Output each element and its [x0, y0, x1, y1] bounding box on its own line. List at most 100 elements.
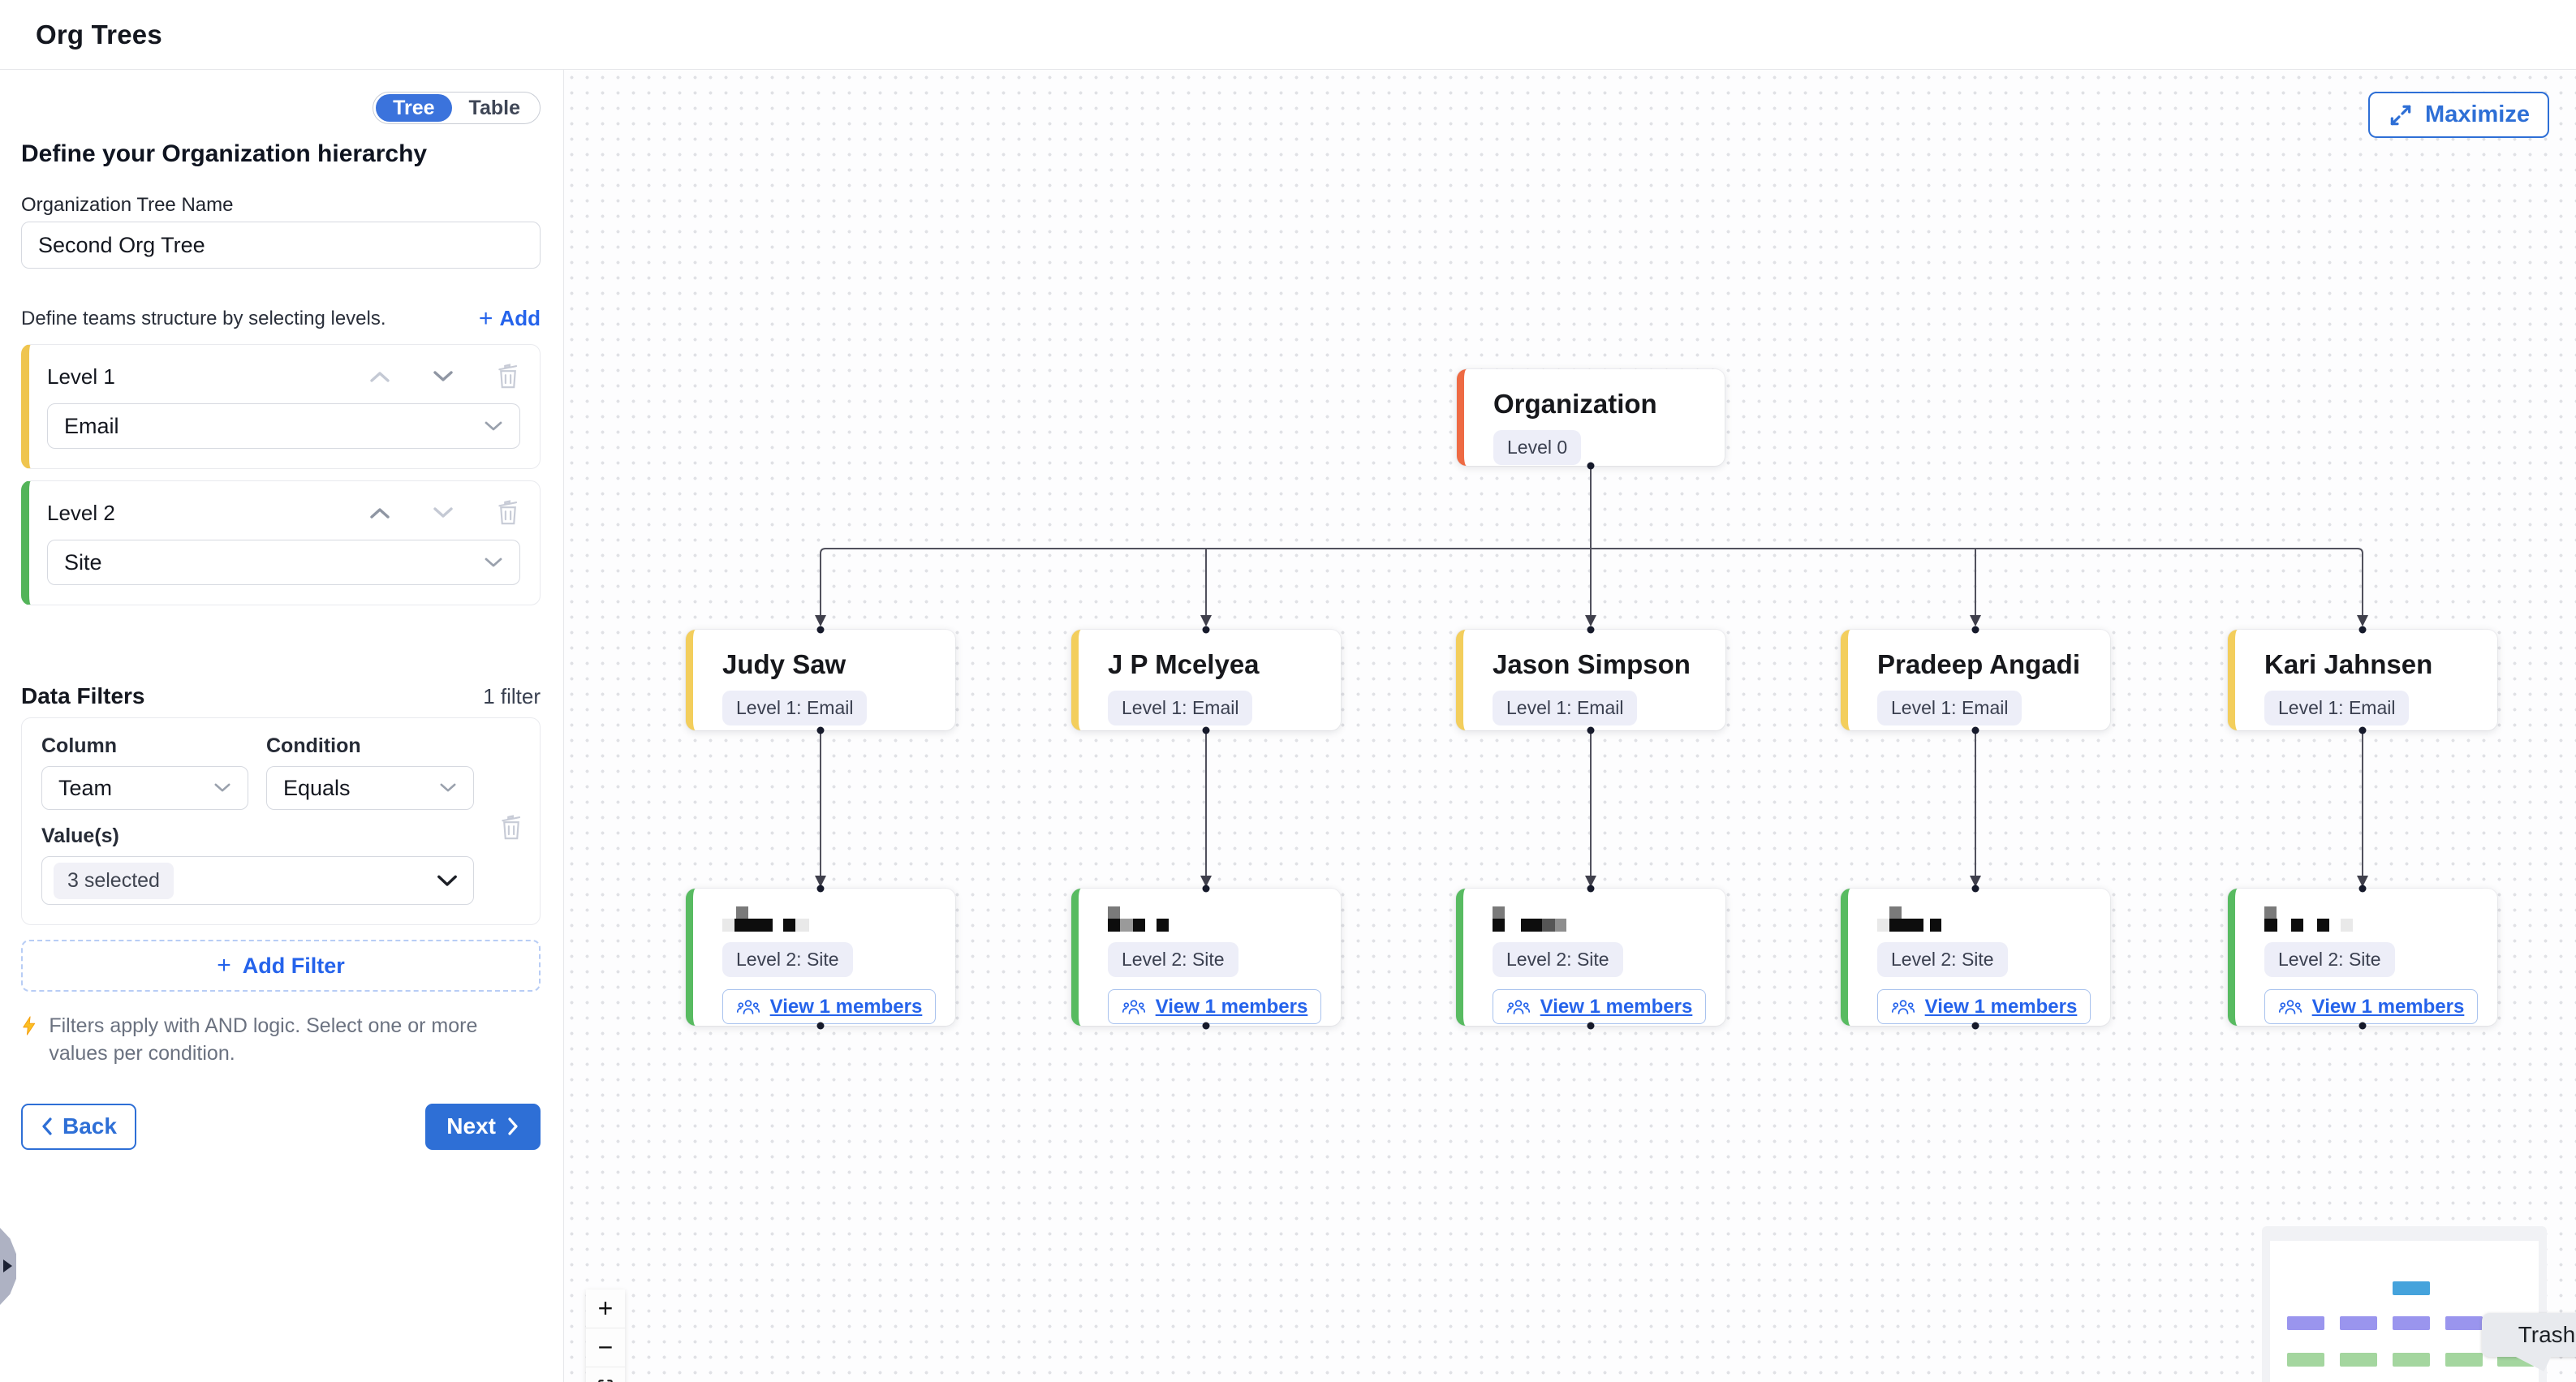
minimap-level1-node: [2393, 1316, 2430, 1330]
column-label: Column: [41, 734, 118, 757]
fit-view-icon: [598, 1379, 613, 1382]
filter-count: 1 filter: [483, 684, 541, 708]
delete-filter-button[interactable]: [499, 814, 523, 842]
org-node-level2[interactable]: Level 2: Site View 1 members: [686, 889, 955, 1026]
org-node-level2[interactable]: Level 2: Site View 1 members: [2228, 889, 2497, 1026]
level-badge: Level 1: Email: [1493, 691, 1638, 725]
toggle-table[interactable]: Table: [468, 96, 520, 119]
zoom-in-button[interactable]: +: [586, 1289, 625, 1328]
chevron-down-icon: [214, 783, 230, 792]
view-members-button[interactable]: View 1 members: [1108, 989, 1321, 1024]
org-node-level1[interactable]: Pradeep Angadi Level 1: Email: [1841, 630, 2110, 730]
toggle-tree[interactable]: Tree: [376, 94, 452, 122]
chevron-right-icon: [3, 1259, 12, 1272]
node-title: Jason Simpson: [1493, 649, 1691, 679]
page-header: Org Trees: [0, 0, 2576, 70]
view-members-button[interactable]: View 1 members: [722, 989, 936, 1024]
redacted-name: [1493, 906, 1709, 932]
chevron-down-icon: [437, 875, 457, 886]
fit-view-button[interactable]: [586, 1367, 625, 1382]
delete-level-button[interactable]: [496, 363, 520, 390]
tree-name-label: Organization Tree Name: [21, 194, 234, 216]
trash-icon: [502, 815, 521, 840]
minimap-level2-node: [2393, 1353, 2430, 1367]
redacted-name: [722, 906, 939, 932]
move-up-button[interactable]: [369, 506, 390, 519]
chevron-down-icon: [485, 558, 502, 566]
node-title: Judy Saw: [722, 649, 846, 679]
node-title: Pradeep Angadi: [1877, 649, 2080, 679]
maximize-button[interactable]: Maximize: [2368, 92, 2549, 138]
sidebar-collapse-handle[interactable]: [0, 1228, 16, 1305]
chevron-down-icon: [440, 783, 456, 792]
org-node-level1[interactable]: J P Mcelyea Level 1: Email: [1071, 630, 1341, 730]
next-button[interactable]: Next: [425, 1103, 541, 1150]
minimap[interactable]: [2262, 1226, 2547, 1382]
org-node-level2[interactable]: Level 2: Site View 1 members: [1841, 889, 2110, 1026]
lightning-icon: [23, 1016, 36, 1035]
view-members-button[interactable]: View 1 members: [1493, 989, 1706, 1024]
zoom-out-button[interactable]: −: [586, 1328, 625, 1367]
node-title: J P Mcelyea: [1108, 649, 1260, 679]
values-label: Value(s): [41, 824, 119, 847]
org-node-root[interactable]: Organization Level 0: [1457, 369, 1725, 466]
chevron-down-icon: [433, 507, 453, 518]
redacted-name: [1108, 906, 1325, 932]
data-filters-title: Data Filters: [21, 683, 145, 708]
plus-icon: +: [217, 952, 231, 979]
trash-icon: [498, 500, 518, 525]
hierarchy-sidebar: Tree Table Define your Organization hier…: [0, 70, 564, 1382]
group-icon: [1891, 999, 1915, 1014]
back-button[interactable]: Back: [21, 1103, 136, 1150]
redacted-name: [2264, 906, 2481, 932]
org-node-level2[interactable]: Level 2: Site View 1 members: [1071, 889, 1341, 1026]
level-2-select[interactable]: Site: [47, 540, 520, 585]
tree-name-input[interactable]: [21, 222, 541, 269]
level-card-2: Level 2 Site: [21, 480, 541, 605]
values-select[interactable]: 3 selected: [41, 856, 474, 905]
level-badge: Level 1: Email: [1108, 691, 1253, 725]
level-badge: Level 1: Email: [722, 691, 868, 725]
filters-note: Filters apply with AND logic. Select one…: [49, 1014, 478, 1065]
org-chart-canvas[interactable]: Maximize Organization Level 0 Judy Saw L…: [564, 70, 2576, 1382]
minimap-level2-node: [2445, 1353, 2483, 1367]
move-down-button[interactable]: [433, 370, 454, 383]
plus-icon: +: [478, 304, 493, 332]
org-node-level1[interactable]: Jason Simpson Level 1: Email: [1456, 630, 1725, 730]
org-node-level2[interactable]: Level 2: Site View 1 members: [1456, 889, 1725, 1026]
level-card-1: Level 1 Email: [21, 344, 541, 469]
condition-label: Condition: [266, 734, 361, 757]
group-icon: [1122, 999, 1145, 1014]
chevron-down-icon: [433, 371, 453, 381]
zoom-controls: + −: [586, 1289, 625, 1382]
add-filter-button[interactable]: + Add Filter: [21, 940, 541, 992]
view-mode-toggle[interactable]: Tree Table: [373, 92, 541, 124]
minimap-level1-node: [2340, 1316, 2377, 1330]
minimap-level1-node: [2445, 1316, 2483, 1330]
selected-count-chip: 3 selected: [54, 862, 174, 899]
maximize-icon: [2390, 105, 2411, 125]
view-members-button[interactable]: View 1 members: [1877, 989, 2091, 1024]
level-badge: Level 1: Email: [1877, 691, 2022, 725]
minimap-level1-node: [2287, 1316, 2324, 1330]
view-members-button[interactable]: View 1 members: [2264, 989, 2478, 1024]
minimap-root-node: [2393, 1281, 2430, 1295]
condition-select[interactable]: Equals: [266, 766, 474, 810]
move-up-button[interactable]: [369, 370, 390, 383]
group-icon: [736, 999, 760, 1014]
org-node-level1[interactable]: Kari Jahnsen Level 1: Email: [2228, 630, 2497, 730]
trash-tooltip: Trash: [2482, 1313, 2576, 1371]
column-select[interactable]: Team: [41, 766, 248, 810]
level-2-label: Level 2: [47, 500, 115, 525]
add-level-button[interactable]: + Add: [478, 304, 541, 332]
move-down-button[interactable]: [433, 506, 454, 519]
level-badge: Level 1: Email: [2264, 691, 2410, 725]
delete-level-button[interactable]: [496, 499, 520, 527]
level-1-select[interactable]: Email: [47, 403, 520, 449]
org-node-level1[interactable]: Judy Saw Level 1: Email: [686, 630, 955, 730]
chevron-left-icon: [42, 1117, 52, 1135]
chevron-down-icon: [485, 421, 502, 430]
minimap-level2-node: [2287, 1353, 2324, 1367]
level-badge: Level 2: Site: [1108, 942, 1238, 977]
